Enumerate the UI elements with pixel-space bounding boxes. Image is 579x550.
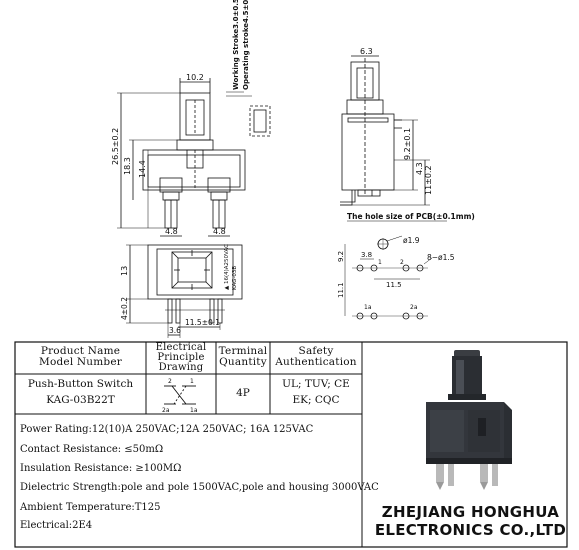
pcb-38: 3.8 (361, 251, 372, 259)
schematic-t1: 1 (190, 378, 194, 385)
front-view: 10.2 26.5±0.2 18.3 14.4 4.8 4.8 Working … (111, 0, 271, 237)
header-elec-line2: Principle (157, 352, 205, 363)
header-safety-line2: Authentication (275, 356, 357, 368)
pcb-pin-2: 2 (400, 259, 404, 266)
spec-electrical: Electrical:2E4 (20, 520, 93, 531)
spec-power-rating: Power Rating:12(10)A 250VAC;12A 250VAC; … (20, 424, 314, 435)
dim-height-body: 18.3 (123, 157, 132, 175)
header-model-number-text: Model Number (39, 356, 122, 368)
technical-drawing: 10.2 26.5±0.2 18.3 14.4 4.8 4.8 Working … (111, 0, 475, 338)
header-term-line2: Quantity (219, 356, 267, 368)
spec-insulation-resistance: Insulation Resistance: ≥100MΩ (20, 463, 182, 474)
spec-ambient-temperature: Ambient Temperature:T125 (20, 502, 161, 513)
schematic-t1a: 1a (190, 407, 198, 414)
table-grid (14, 341, 568, 548)
body-marking-2: KAG-03B (232, 266, 238, 290)
header-elec-line3: Drawing (158, 362, 204, 373)
dim-bottom-36: 3.6 (169, 326, 181, 335)
pcb-layout: The hole size of PCB(±0.1mm) ø1.9 1 2 1a (337, 212, 475, 320)
pcb-111: 11.1 (337, 282, 345, 298)
stroke-note-working: Working Stroke3.0±0.5 (232, 0, 240, 90)
pcb-115: 11.5 (386, 281, 402, 289)
header-terminal-quantity: Terminal Quantity (216, 346, 270, 376)
pcb-pin-1a: 1a (364, 304, 372, 311)
dim-bottom-4: 4±0.2 (120, 297, 129, 320)
dim-bottom-115: 11.5±0.1 (185, 318, 220, 327)
dim-side-top: 6.3 (360, 47, 373, 56)
value-safety-line1: UL; TUV; CE (282, 378, 350, 390)
header-electrical-principle: Electrical Principle Drawing (146, 343, 216, 377)
company-name-line2: ELECTRONICS CO.,LTD (374, 521, 567, 539)
header-elec-line1: Electrical (155, 342, 207, 353)
dim-side-11: 11±0.2 (424, 165, 433, 195)
dim-pin-right: 4.8 (213, 227, 226, 236)
value-product-model: Push-Button Switch KAG-03B22T (15, 378, 146, 412)
dim-width-top: 10.2 (186, 73, 204, 82)
value-safety: UL; TUV; CE EK; CQC (270, 378, 362, 412)
header-product-name-text: Product Name (40, 345, 121, 357)
dim-height-total: 26.5±0.2 (111, 128, 120, 165)
dim-side-43: 4.3 (415, 162, 424, 175)
value-model-number: KAG-03B22T (46, 394, 115, 406)
pcb-pin-1: 1 (378, 259, 382, 266)
pcb-pin-2a: 2a (410, 304, 418, 311)
bottom-view: ▲ 16(4)A250VAC KAG-03B 13 4±0.2 3.6 (120, 244, 243, 338)
schematic-t2: 2 (168, 378, 172, 385)
dim-height-inner: 14.4 (138, 160, 147, 178)
header-term-line1: Terminal (218, 345, 268, 357)
schematic-t2a: 2a (162, 407, 170, 414)
value-terminal-quantity: 4P (216, 387, 270, 403)
dim-side-pin: 9.2±0.1 (403, 128, 412, 160)
company-name-line1: ZHEJIANG HONGHUA (381, 503, 560, 521)
header-safety-line1: Safety (298, 345, 334, 357)
spec-dielectric-strength: Dielectric Strength:pole and pole 1500VA… (20, 482, 379, 493)
dim-pin-left: 4.8 (165, 227, 178, 236)
value-safety-line2: EK; CQC (292, 394, 340, 406)
header-product-name: Product Name Model Number (15, 346, 146, 376)
spec-contact-resistance: Contact Resistance: ≤50mΩ (20, 444, 164, 455)
pcb-d19: ø1.9 (403, 236, 420, 245)
value-terminal-quantity-text: 4P (236, 387, 250, 399)
pcb-92: 9.2 (337, 251, 345, 262)
stroke-note-operating: Operating stroke4.5±0.5 (242, 0, 250, 90)
pcb-d15: 8−ø1.5 (427, 253, 455, 262)
product-photo (426, 350, 512, 490)
dim-bottom-13: 13 (120, 266, 129, 276)
pcb-title: The hole size of PCB(±0.1mm) (347, 212, 475, 221)
body-marking-1: ▲ 16(4)A250VAC (224, 244, 230, 290)
side-view: 6.3 9.2±0.1 4.3 11±0.2 (340, 47, 433, 206)
electrical-schematic: 2 1 2a 1a (162, 378, 198, 414)
header-safety: Safety Authentication (270, 346, 362, 376)
value-product-name: Push-Button Switch (27, 378, 134, 390)
